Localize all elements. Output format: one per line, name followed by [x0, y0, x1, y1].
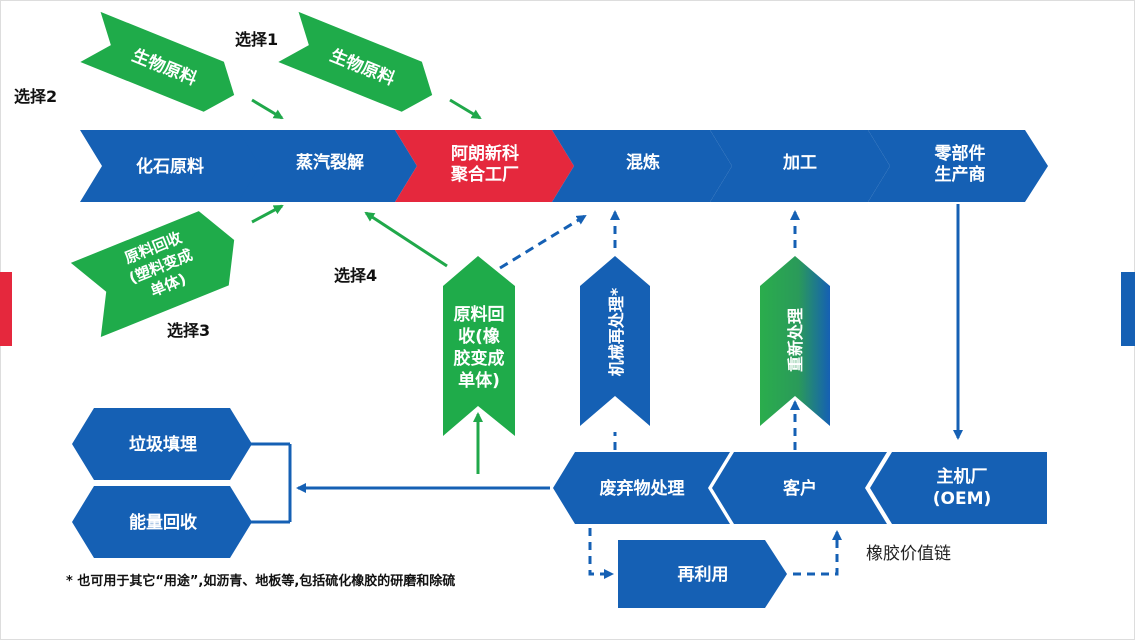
box-mechanical-reprocess: 机械再处理* [580, 256, 650, 426]
choice-4-label: 选择4 [334, 266, 377, 285]
chevron-recycle-plastic: 原料回收 (塑料变成 单体) [70, 211, 235, 338]
arrow-bio-left-to-cracking [251, 98, 284, 120]
value-chain-label: 橡胶价值链 [866, 544, 951, 564]
rubber-recycle-line4: 单体) [458, 370, 500, 391]
chevron-compounding: 混炼 [552, 130, 732, 202]
energy-recovery-label: 能量回收 [129, 512, 197, 533]
chevron-compounding-label: 混炼 [626, 152, 660, 173]
chevron-processing: 加工 [710, 130, 890, 202]
chevron-landfill: 垃圾填埋 [72, 408, 252, 480]
rubber-recycle-line1: 原料回 [454, 304, 505, 325]
chevron-customer: 客户 [712, 452, 887, 524]
right-edge-tab [1121, 272, 1135, 346]
arrow-rubber-recycle-to-compounding [499, 214, 587, 270]
box-reprocess: 重新处理 [760, 256, 830, 426]
arrow-waste-to-reuse [588, 528, 614, 579]
chevron-fossil-raw-label: 化石原料 [136, 156, 204, 177]
chevron-steam-cracking-label: 蒸汽裂解 [296, 152, 364, 173]
customer-label: 客户 [782, 478, 817, 499]
reuse-label: 再利用 [678, 564, 729, 585]
waste-treatment-label: 废弃物处理 [600, 478, 685, 499]
rubber-recycle-line2: 收(橡 [458, 326, 500, 347]
parts-label-line1: 零部件 [934, 143, 986, 164]
parts-label-line2: 生产商 [935, 164, 986, 185]
chevron-processing-label: 加工 [782, 153, 817, 173]
arrow-rubber-recycle-to-cracking [364, 211, 448, 268]
chevron-oem: 主机厂 (OEM) [870, 452, 1047, 524]
chevron-bio-right: 生物原料 [278, 11, 433, 112]
choice-2-label: 选择2 [14, 87, 57, 106]
arrow-bio-right-to-plant [449, 98, 482, 120]
chevron-waste-treatment: 废弃物处理 [553, 452, 730, 524]
arrow-reuse-to-customer [793, 530, 842, 576]
landfill-label: 垃圾填埋 [129, 434, 197, 455]
chevron-reuse: 再利用 [618, 540, 787, 608]
mechanical-reprocess-label: 机械再处理* [607, 287, 626, 376]
chevron-bio-left: 生物原料 [80, 11, 235, 112]
oem-label-line1: 主机厂 [937, 466, 988, 487]
chevron-energy-recovery: 能量回收 [72, 486, 252, 558]
reprocess-label: 重新处理 [786, 308, 805, 372]
chevron-steam-cracking: 蒸汽裂解 [238, 130, 417, 202]
box-rubber-recycle: 原料回 收(橡 胶变成 单体) [443, 256, 515, 436]
arrow-recycle-plastic-to-cracking [251, 204, 284, 224]
chevron-arlanxeo-plant: 阿朗新科 聚合工厂 [395, 130, 574, 202]
choice-1-label: 选择1 [235, 30, 278, 49]
choice-3-label: 选择3 [167, 321, 210, 340]
footnote: * 也可用于其它“用途”,如沥青、地板等,包括硫化橡胶的研磨和除硫 [66, 573, 455, 589]
chevron-fossil-raw: 化石原料 [80, 130, 262, 202]
left-edge-tab [0, 272, 12, 346]
rubber-recycle-line3: 胶变成 [454, 348, 505, 369]
oem-label-line2: (OEM) [933, 489, 992, 509]
arlanxeo-label-line2: 聚合工厂 [450, 164, 519, 185]
chevron-parts-manufacturer: 零部件 生产商 [868, 130, 1048, 202]
arlanxeo-label-line1: 阿朗新科 [451, 143, 519, 164]
